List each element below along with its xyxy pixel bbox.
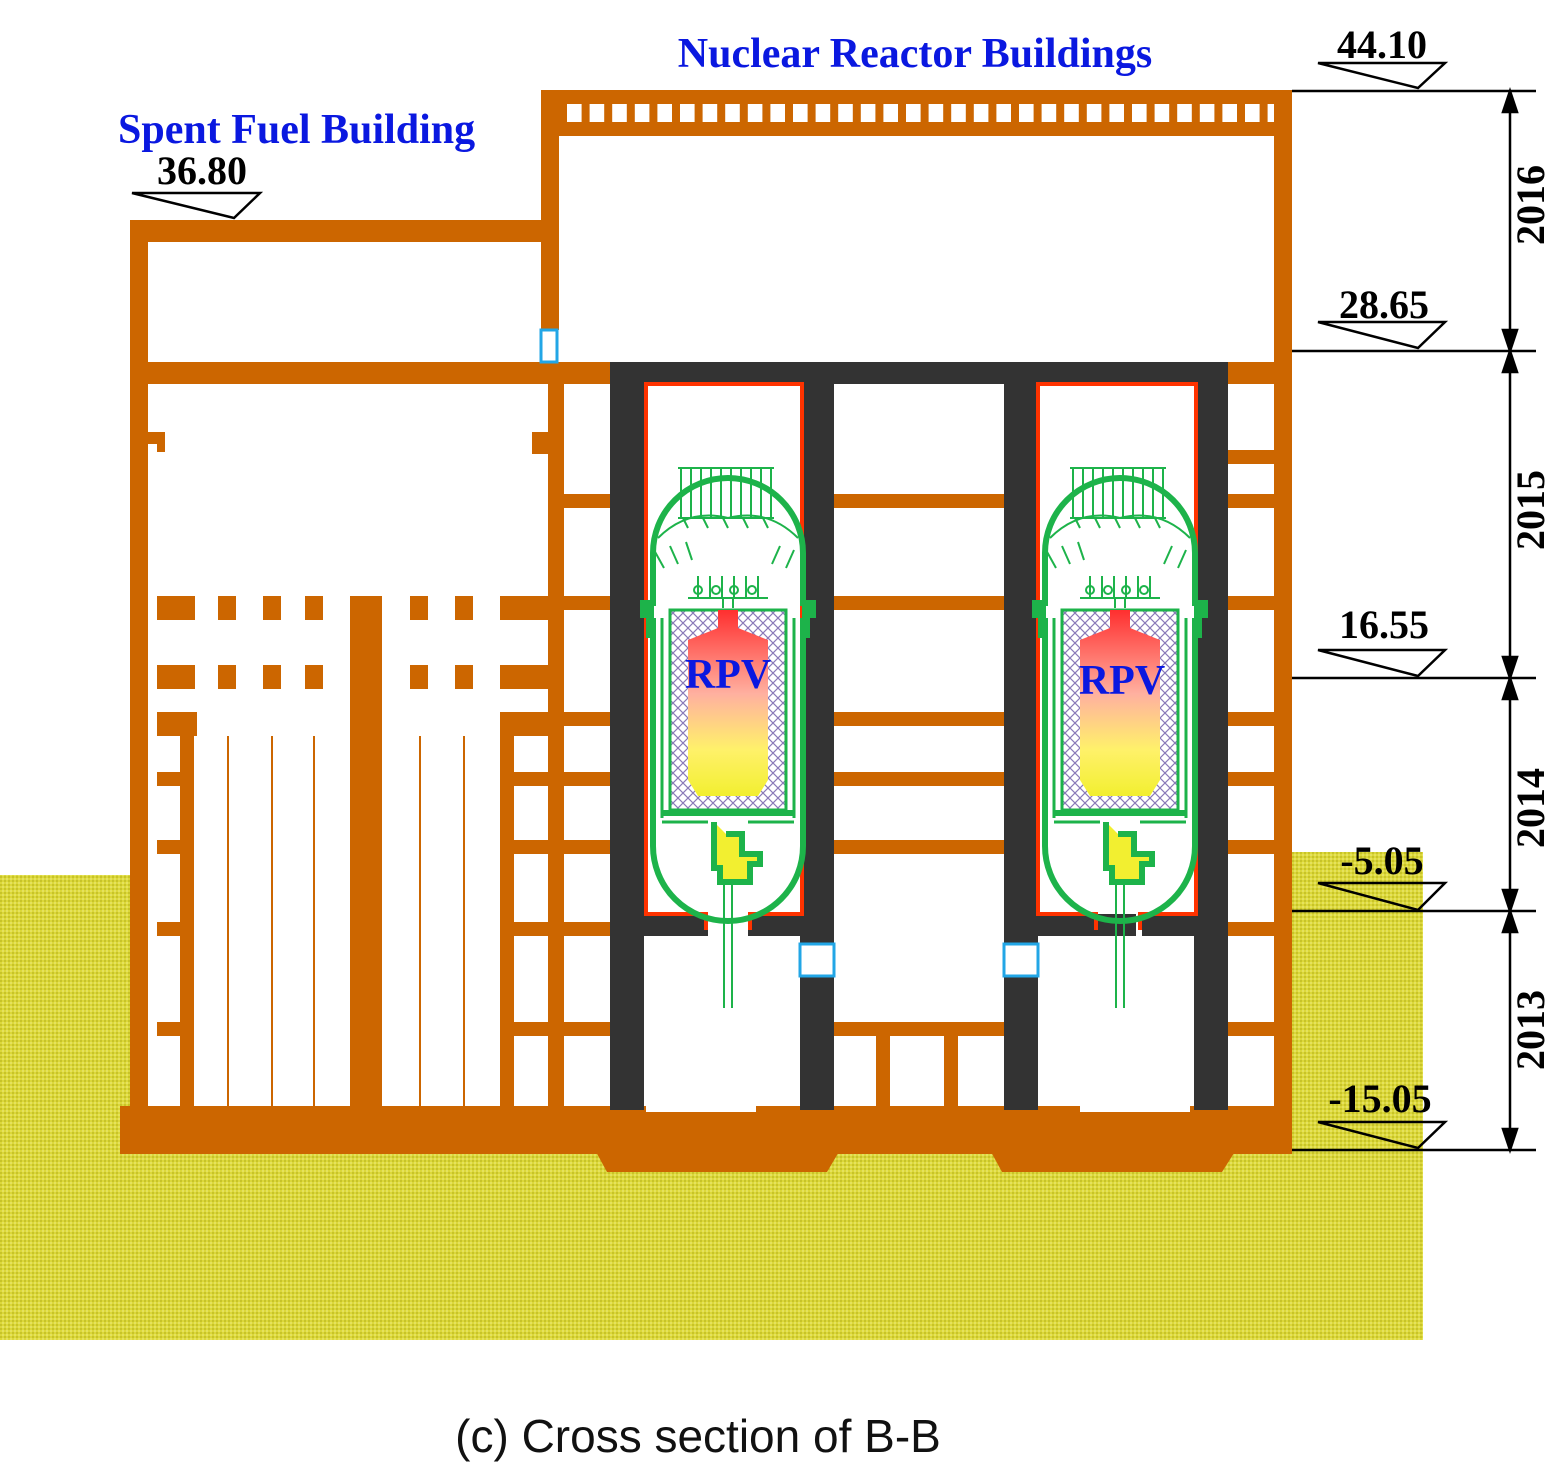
- elevation-marker-minus-5-05: -5.05: [1317, 838, 1449, 912]
- roof-truss-post: [739, 104, 748, 122]
- dimension-2013: 2013: [1508, 990, 1545, 1070]
- roof-truss-post: [604, 104, 613, 122]
- figure-caption: (c) Cross section of B-B: [455, 1410, 941, 1462]
- roof-truss-post: [1078, 104, 1087, 122]
- foundation: [120, 1096, 1292, 1172]
- roof-truss-post: [852, 104, 861, 122]
- roof-truss-post: [1146, 104, 1155, 122]
- svg-text:44.10: 44.10: [1337, 22, 1427, 67]
- svg-text:-15.05: -15.05: [1328, 1076, 1431, 1121]
- roof-truss-post: [717, 104, 726, 122]
- svg-text:36.80: 36.80: [157, 148, 247, 193]
- roof-truss-post: [1124, 104, 1132, 122]
- elevation-marker-minus-15-05: -15.05: [1317, 1076, 1449, 1150]
- elevation-marker-16-55: 16.55: [1317, 602, 1449, 678]
- roof-truss-post: [807, 104, 816, 122]
- roof-truss-verticals: [559, 104, 1268, 122]
- roof-truss-post: [672, 104, 680, 122]
- roof-truss-post: [943, 104, 952, 122]
- roof-truss-post: [785, 104, 793, 122]
- roof-truss-post: [1169, 104, 1178, 122]
- svg-text:-5.05: -5.05: [1340, 838, 1423, 883]
- roof-truss-post: [1237, 104, 1245, 122]
- roof-truss-post: [965, 104, 974, 122]
- label-nuclear-reactor-buildings: Nuclear Reactor Buildings: [678, 31, 1152, 77]
- middle-floors: [834, 494, 1004, 1110]
- roof-truss-post: [898, 104, 906, 122]
- svg-text:28.65: 28.65: [1339, 282, 1429, 327]
- roof-truss-post: [875, 104, 884, 122]
- spent-fuel-building: [130, 90, 615, 1110]
- roof-truss-post: [1214, 104, 1223, 122]
- dimension-2015: 2015: [1508, 470, 1545, 550]
- roof-truss-post: [694, 104, 703, 122]
- elevation-marker-28-65: 28.65: [1317, 282, 1449, 350]
- reactor-building-roof: [541, 90, 1292, 1150]
- roof-truss-post: [581, 104, 590, 122]
- right-floors: [1228, 362, 1278, 1036]
- roof-truss-post: [1191, 104, 1200, 122]
- roof-truss-post: [988, 104, 997, 122]
- roof-truss-post: [559, 104, 567, 122]
- roof-truss-post: [1033, 104, 1042, 122]
- soil-right: [1290, 852, 1423, 1152]
- fuel-rack-lines: [227, 736, 465, 1108]
- dimension-line: [1501, 87, 1519, 1154]
- label-spent-fuel-building: Spent Fuel Building: [118, 107, 475, 153]
- containment-structure: [610, 362, 1228, 1110]
- roof-truss-post: [1056, 104, 1065, 122]
- soil-left: [0, 875, 130, 1340]
- elevation-marker-36-80: 36.80: [131, 148, 264, 220]
- elevation-marker-44-10: 44.10: [1317, 22, 1449, 90]
- level-lines: [1292, 89, 1536, 1152]
- roof-truss-post: [920, 104, 929, 122]
- roof-truss-post: [1101, 104, 1110, 122]
- soil-under-building: [120, 1150, 1423, 1340]
- label-rpv-left: RPV: [685, 652, 771, 698]
- roof-truss-post: [1259, 104, 1268, 122]
- roof-truss-post: [762, 104, 771, 122]
- svg-text:16.55: 16.55: [1339, 602, 1429, 647]
- dimension-2014: 2014: [1508, 768, 1545, 848]
- roof-truss-post: [830, 104, 839, 122]
- label-rpv-right: RPV: [1079, 658, 1165, 704]
- dimension-2016: 2016: [1508, 165, 1545, 245]
- roof-truss-post: [626, 104, 635, 122]
- roof-truss-post: [1011, 104, 1019, 122]
- connector-markers: [539, 328, 1040, 978]
- roof-truss-post: [649, 104, 658, 122]
